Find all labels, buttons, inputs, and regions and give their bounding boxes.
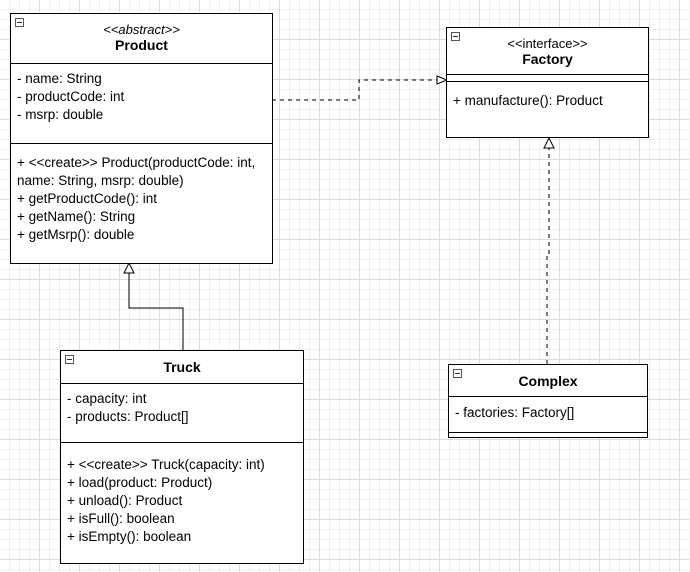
complex-class-name: Complex <box>518 373 578 389</box>
factory-operation: + manufacture(): Product <box>453 93 603 108</box>
product-attribute: - name: String <box>17 71 102 86</box>
truck-operation: + isEmpty(): boolean <box>67 529 192 544</box>
product-class-name: Product <box>115 37 168 53</box>
product-stereotype: <<abstract>> <box>103 22 180 37</box>
complex-factory-realization-line <box>546 148 550 364</box>
factory-attributes-empty <box>447 75 648 82</box>
truck-class-header: Truck <box>61 351 303 384</box>
truck-class[interactable]: Truck - capacity: int - products: Produc… <box>60 350 304 564</box>
complex-class[interactable]: Complex - factories: Factory[] <box>448 364 648 438</box>
truck-operation: + isFull(): boolean <box>67 511 175 526</box>
truck-operation: + <<create>> Truck(capacity: int) <box>67 457 265 472</box>
complex-attributes: - factories: Factory[] <box>449 397 647 433</box>
product-operation: + <<create>> Product(productCode: int, n… <box>17 155 256 188</box>
collapse-icon[interactable] <box>453 369 462 378</box>
truck-operations: + <<create>> Truck(capacity: int) + load… <box>61 443 303 546</box>
collapse-icon[interactable] <box>15 18 24 27</box>
product-factory-dependency-line <box>272 79 440 101</box>
truck-product-generalization-line <box>128 273 184 350</box>
factory-class-name: Factory <box>522 51 573 67</box>
truck-class-name: Truck <box>163 359 201 375</box>
factory-header: <<interface>> Factory <box>447 28 648 75</box>
product-class[interactable]: <<abstract>> Product - name: String - pr… <box>10 13 273 264</box>
product-attributes: - name: String - productCode: int - msrp… <box>11 64 272 144</box>
product-operation: + getMsrp(): double <box>17 227 135 242</box>
product-class-header: <<abstract>> Product <box>11 14 272 64</box>
collapse-icon[interactable] <box>65 355 74 364</box>
truck-attribute: - capacity: int <box>67 391 147 406</box>
factory-interface[interactable]: <<interface>> Factory + manufacture(): P… <box>446 27 649 138</box>
complex-attribute: - factories: Factory[] <box>455 405 575 420</box>
product-factory-arrowhead <box>436 75 449 85</box>
truck-operation: + unload(): Product <box>67 493 183 508</box>
complex-class-header: Complex <box>449 365 647 397</box>
product-attribute: - msrp: double <box>17 107 104 122</box>
product-operation: + getProductCode(): int <box>17 191 157 206</box>
complex-factory-arrowhead <box>543 136 555 149</box>
complex-operations-empty <box>449 433 647 437</box>
factory-stereotype: <<interface>> <box>507 36 588 51</box>
truck-attributes: - capacity: int - products: Product[] <box>61 384 303 443</box>
truck-attribute: - products: Product[] <box>67 409 189 424</box>
factory-operations: + manufacture(): Product <box>447 82 648 110</box>
product-attribute: - productCode: int <box>17 89 125 104</box>
product-operations: + <<create>> Product(productCode: int, n… <box>11 144 272 244</box>
truck-product-arrowhead <box>123 261 135 274</box>
truck-operation: + load(product: Product) <box>67 475 213 490</box>
product-operation: + getName(): String <box>17 209 136 224</box>
collapse-icon[interactable] <box>451 32 460 41</box>
